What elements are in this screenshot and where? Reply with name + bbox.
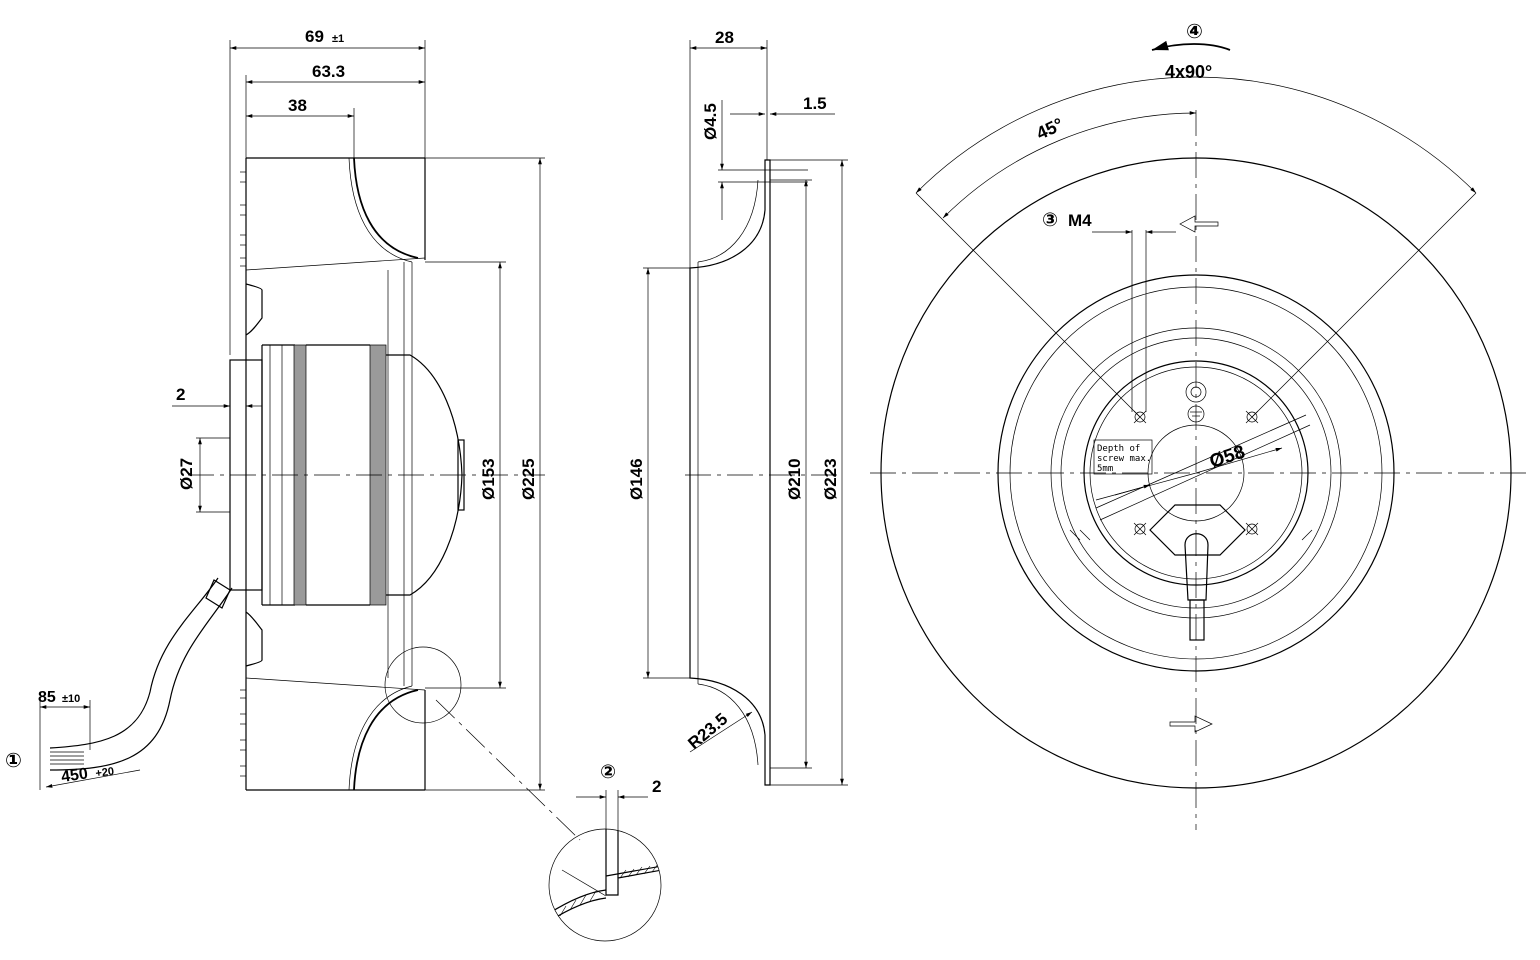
dim-gap: 2 bbox=[176, 385, 185, 404]
detail-view: 2 ② bbox=[548, 762, 661, 942]
thread-size: M4 bbox=[1068, 211, 1092, 230]
angle-hole: 45° bbox=[1033, 114, 1066, 144]
screw-depth-note: Depth of screw max. 5mm bbox=[1093, 439, 1153, 475]
ring-radius: R23.5 bbox=[684, 709, 731, 753]
rotation-arrow-icon bbox=[1151, 40, 1231, 51]
ring-dimensions: 28 Ø4.5 1.5 Ø146 Ø210 Ø223 bbox=[627, 28, 848, 786]
side-dimensions: 69 ±1 63.3 38 2 Ø27 Ø153 bbox=[38, 27, 545, 791]
cable-len-long: 450 bbox=[60, 765, 89, 786]
detail-gap: 2 bbox=[652, 777, 661, 796]
ribs bbox=[240, 171, 246, 777]
front-view: Depth of screw max. 5mm 45° 4x90° ④ ③ M4… bbox=[870, 21, 1530, 830]
dim-width-hub: 38 bbox=[288, 96, 307, 115]
ring-inlet: Ø146 bbox=[627, 458, 646, 500]
dim-outer: Ø225 bbox=[519, 458, 538, 500]
airflow-arrow-bottom-icon bbox=[1169, 715, 1213, 733]
ring-depth: 28 bbox=[715, 28, 734, 47]
ring-hole: Ø4.5 bbox=[701, 103, 720, 140]
callout-1: ① bbox=[5, 750, 22, 772]
detail-leader bbox=[435, 699, 581, 841]
note-line-2: screw max. bbox=[1097, 454, 1151, 464]
airflow-arrow-top-icon bbox=[1179, 215, 1219, 233]
ring-flange: Ø223 bbox=[821, 458, 840, 500]
dim-width-total-tol: ±1 bbox=[332, 33, 344, 45]
ring-thickness: 1.5 bbox=[803, 94, 827, 113]
callout-2: ② bbox=[600, 762, 616, 783]
cable-len-short: 85 bbox=[38, 689, 56, 706]
detail-marker-circle bbox=[384, 646, 462, 724]
ground-symbol-icon bbox=[1185, 381, 1207, 423]
callout-4: ④ bbox=[1186, 21, 1203, 43]
dim-pitch: Ø58 bbox=[1207, 442, 1248, 473]
cable-exit bbox=[1149, 504, 1246, 641]
dim-width-body: 63.3 bbox=[312, 62, 345, 81]
note-line-3: 5mm bbox=[1097, 464, 1113, 474]
cable-len-short-tol: ±10 bbox=[62, 693, 80, 705]
inlet-ring-view: 28 Ø4.5 1.5 Ø146 Ø210 Ø223 bbox=[627, 28, 848, 786]
callout-3: ③ bbox=[1042, 210, 1058, 231]
impeller-body bbox=[240, 157, 426, 791]
dim-shaft: Ø27 bbox=[177, 458, 196, 490]
ring-bolt-circle: Ø210 bbox=[785, 458, 804, 500]
dim-inner: Ø153 bbox=[479, 458, 498, 500]
side-view: 69 ±1 63.3 38 2 Ø27 Ø153 bbox=[5, 27, 581, 841]
dim-width-total: 69 bbox=[305, 27, 324, 46]
note-line-1: Depth of bbox=[1097, 444, 1140, 454]
angle-rotation: 4x90° bbox=[1165, 62, 1212, 82]
cable bbox=[49, 577, 233, 771]
cable-len-long-tol: +20 bbox=[95, 765, 115, 779]
